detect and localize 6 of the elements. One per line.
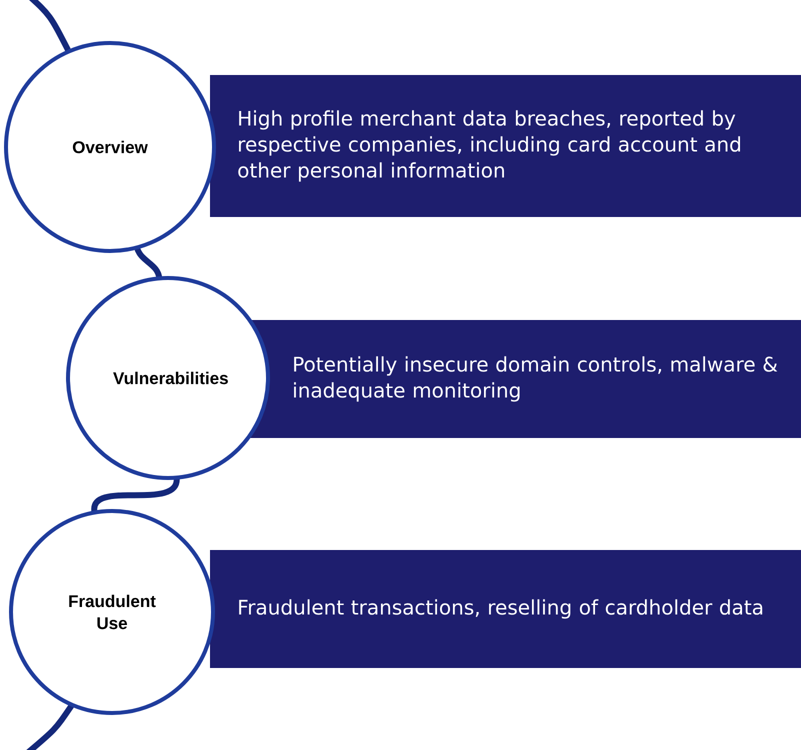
text-band: High profile merchant data breaches, reported by respective companies, including card account and other personal information <box>210 75 801 217</box>
spine-curve <box>134 246 162 279</box>
text-band: Potentially insecure domain controls, malware & inadequate monitoring <box>250 320 801 438</box>
node-label: Fraudulent Use <box>69 594 156 630</box>
text-band: Fraudulent transactions, reselling of cardholder data <box>210 550 801 668</box>
spine-curve <box>92 477 180 513</box>
